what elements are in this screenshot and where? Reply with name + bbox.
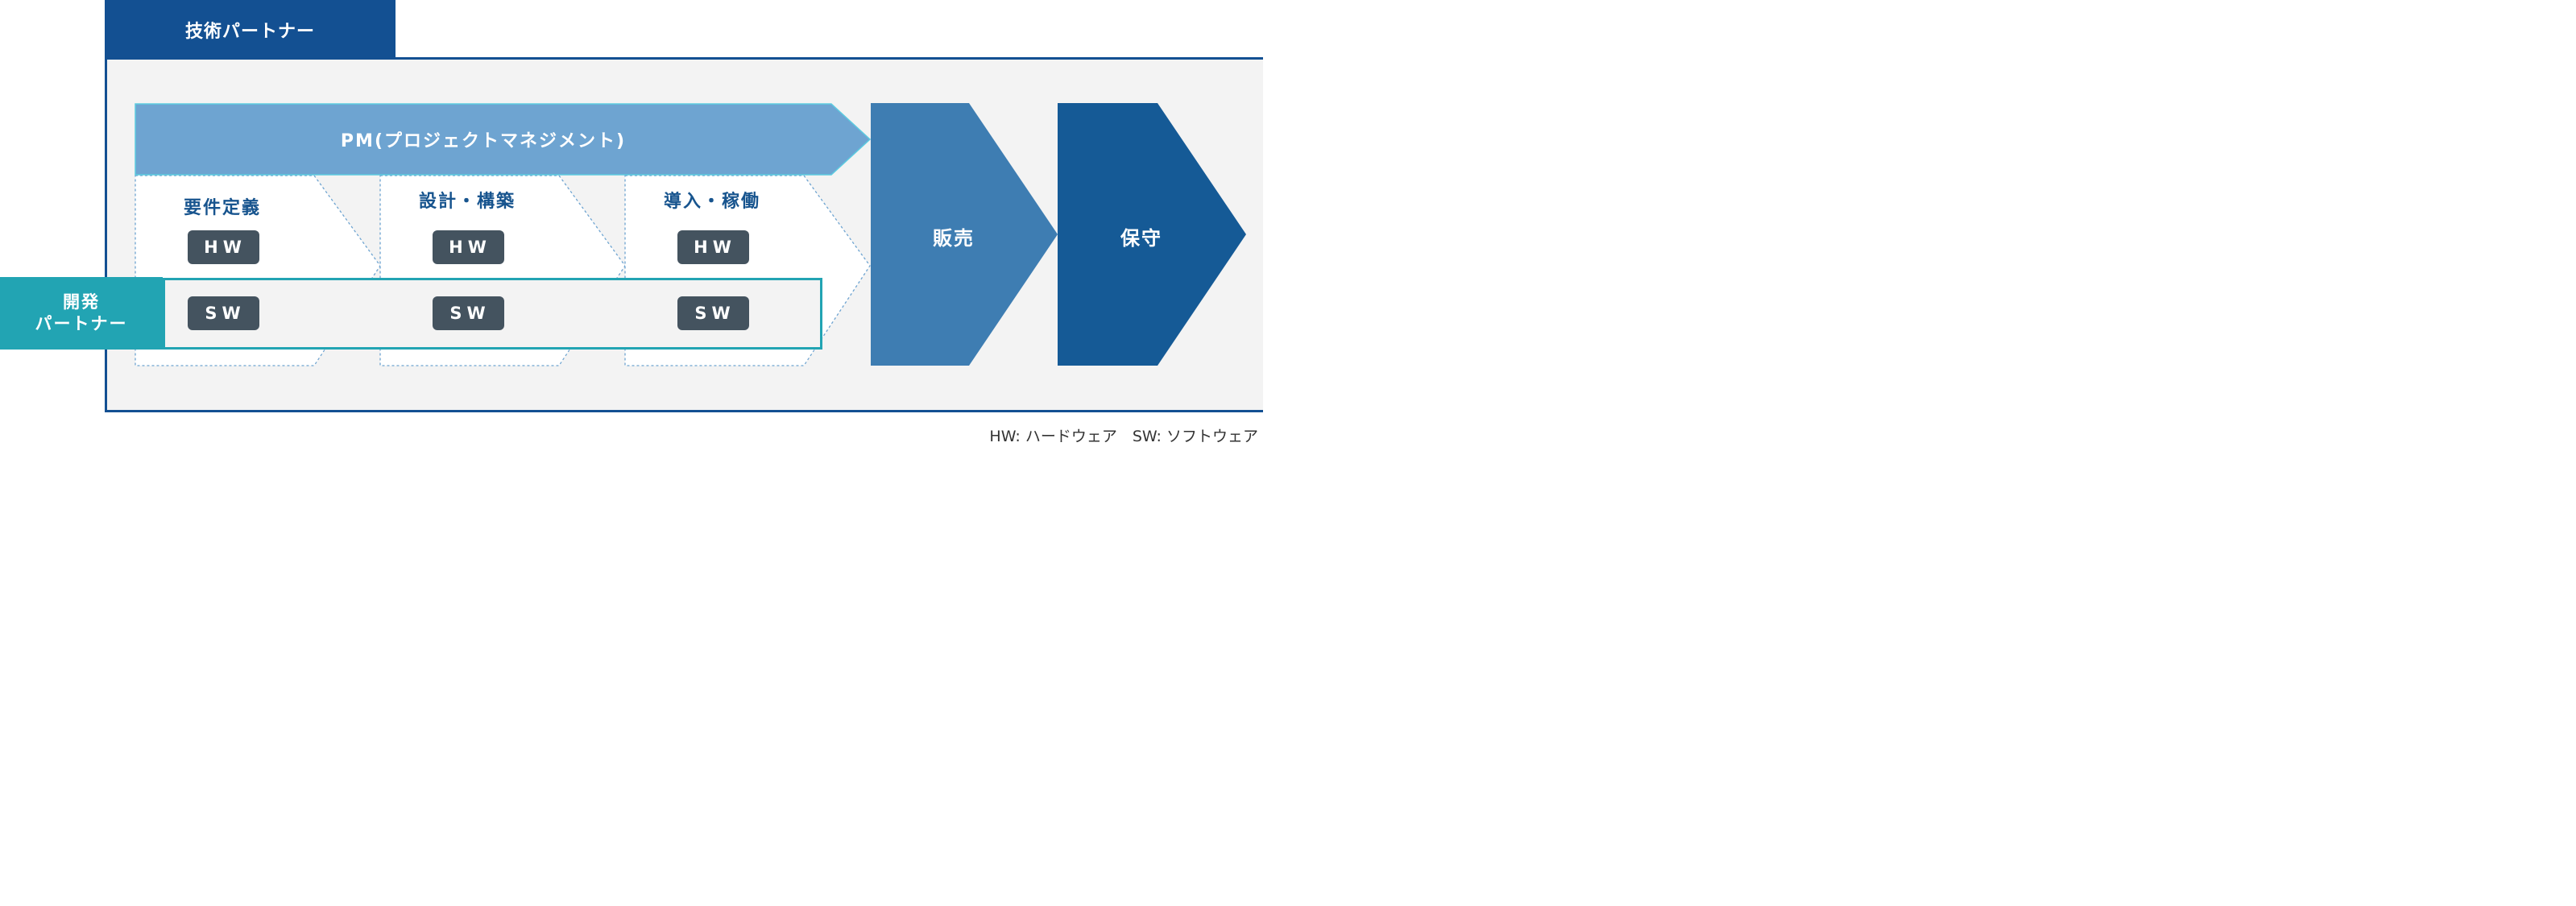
maintenance-label: 保守 <box>1120 227 1162 250</box>
sales-chevron <box>871 103 1058 366</box>
tech-partner-tab: 技術パートナー <box>105 0 396 59</box>
dev-partner-tab: 開発 パートナー <box>0 277 163 350</box>
hw-badge-phase-3: HW <box>677 230 749 264</box>
legend-text: HW: ハードウェア SW: ソフトウェア <box>989 428 1258 445</box>
dev-partner-label-line2: パートナー <box>35 314 128 333</box>
maintenance-chevron <box>1058 103 1246 366</box>
sw-badge-phase-1: SW <box>188 296 259 330</box>
sales-label: 販売 <box>933 227 975 250</box>
tech-partner-label: 技術パートナー <box>184 21 315 42</box>
hw-badge-phase-2: HW <box>433 230 504 264</box>
pm-label: PM(プロジェクトマネジメント) <box>340 131 627 151</box>
phase-1-title: 要件定義 <box>184 198 262 218</box>
hw-badge-phase-1: HW <box>188 230 259 264</box>
pm-arrow <box>135 103 872 176</box>
dev-partner-label-line1: 開発 <box>63 292 100 312</box>
process-flow-diagram <box>135 103 1246 366</box>
sw-badge-phase-2: SW <box>433 296 504 330</box>
sw-badge-phase-3: SW <box>677 296 749 330</box>
phase-3-title: 導入・稼働 <box>664 192 761 212</box>
phase-2-title: 設計・構築 <box>419 192 516 212</box>
